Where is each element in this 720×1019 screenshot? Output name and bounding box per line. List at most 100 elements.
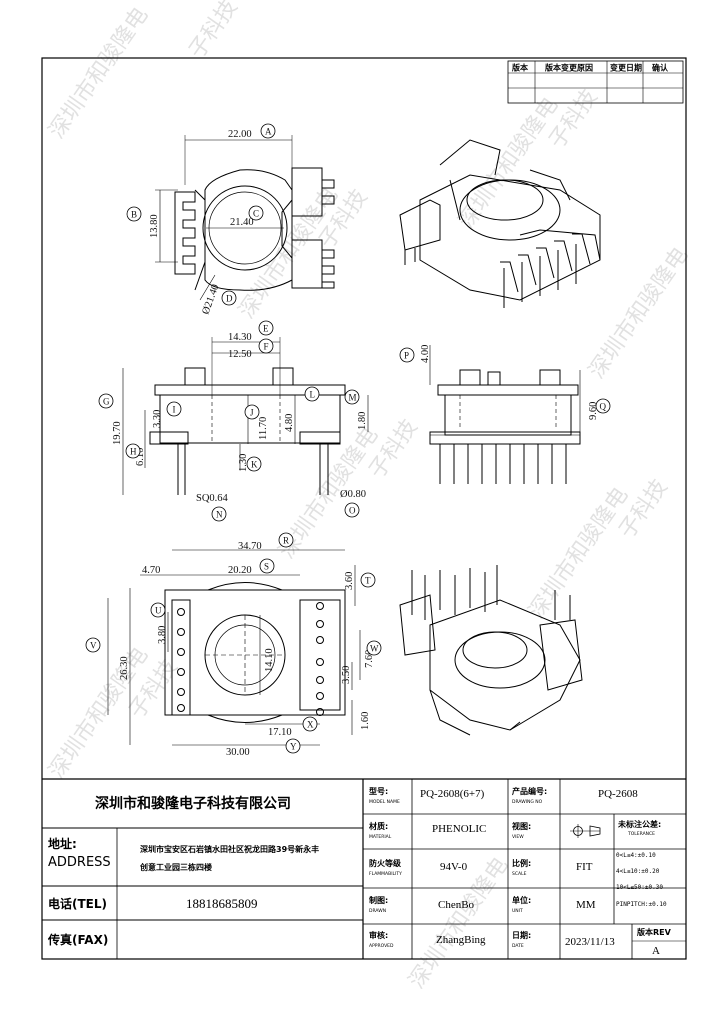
- fire-label: 防火等级: [369, 858, 402, 868]
- title-block: [42, 778, 686, 959]
- svg-text:K: K: [251, 460, 258, 470]
- callout-y: Y: [285, 738, 301, 754]
- watermark-text: 深圳市和骏隆电: [454, 93, 563, 234]
- svg-text:X: X: [307, 720, 314, 730]
- scale-value: FIT: [576, 861, 593, 873]
- watermark-text: 深圳市和骏隆电: [44, 3, 153, 144]
- tel-value: 18818685809: [186, 896, 258, 911]
- part-value: PQ-2608: [598, 788, 638, 800]
- side-view: [122, 337, 369, 495]
- model-value: PQ-2608(6+7): [420, 788, 485, 800]
- dim-top-inner: 21.40: [230, 217, 254, 228]
- rev-header-reason: 版本变更原因: [544, 63, 593, 73]
- scale-label: 比例:: [512, 858, 531, 868]
- dim-bottom-w1: 17.10: [268, 727, 292, 738]
- callout-m: M: [344, 389, 360, 405]
- svg-text:J: J: [250, 408, 254, 418]
- rev-header-confirm: 确认: [652, 63, 669, 73]
- material-value: PHENOLIC: [432, 823, 486, 835]
- svg-text:G: G: [103, 397, 110, 407]
- svg-text:Y: Y: [290, 742, 297, 752]
- svg-text:U: U: [155, 606, 162, 616]
- date-label-en: DATE: [512, 943, 524, 949]
- tol-title-en: TOLERANCE: [627, 831, 655, 837]
- dim-bottom-w2: 30.00: [226, 747, 250, 758]
- dim-side-w2: 12.50: [228, 349, 252, 360]
- svg-text:L: L: [310, 390, 316, 400]
- callout-b: B: [126, 206, 142, 222]
- svg-text:Q: Q: [600, 402, 607, 412]
- rev-header-version: 版本: [511, 63, 528, 73]
- svg-text:A: A: [265, 127, 272, 137]
- callout-v: V: [85, 637, 101, 653]
- dim-bottom-innerw: 20.20: [228, 565, 252, 576]
- callout-f: F: [258, 338, 274, 354]
- dim-bottom-v4: 3.50: [341, 666, 352, 684]
- svg-text:C: C: [253, 209, 259, 219]
- dim-side-h4: 4.80: [284, 414, 295, 432]
- callout-s: S: [259, 558, 275, 574]
- fire-label-en: FLAMMABILITY: [369, 871, 402, 877]
- callout-n: N: [211, 506, 227, 522]
- dim-bottom-v1: 3.60: [344, 572, 355, 590]
- dim-top-height: 13.80: [149, 214, 160, 238]
- top-view: [155, 135, 335, 301]
- dim-bottom-totalw: 34.70: [238, 541, 262, 552]
- callout-e: E: [258, 320, 274, 336]
- fire-value: 94V-0: [440, 861, 468, 873]
- model-label: 型号:: [369, 786, 388, 796]
- material-label: 材质:: [369, 821, 388, 831]
- tol-line-2: 4<L≤10:±0.20: [616, 868, 660, 875]
- svg-text:I: I: [173, 405, 176, 415]
- svg-text:M: M: [349, 393, 357, 403]
- callout-l: L: [304, 386, 320, 402]
- dim-side-h5: 1.80: [357, 412, 368, 430]
- approved-label-en: APPROVED: [369, 943, 394, 949]
- date-label: 日期:: [512, 930, 531, 940]
- unit-value: MM: [576, 899, 596, 911]
- dim-front-height: 9.60: [588, 402, 599, 420]
- svg-text:E: E: [263, 324, 269, 334]
- callout-r: R: [278, 532, 294, 548]
- drawn-value: ChenBo: [438, 899, 475, 911]
- address-line-2: 创意工业园三栋四楼: [139, 862, 212, 872]
- dim-bottom-v5: 1.60: [360, 712, 371, 730]
- dim-side-pindia: Ø0.80: [340, 489, 366, 500]
- rev-value: A: [652, 945, 660, 957]
- front-view: [429, 345, 581, 484]
- approved-label: 审核:: [369, 930, 388, 940]
- dim-bottom-offset: 4.70: [142, 565, 160, 576]
- dim-bottom-v2: 3.80: [157, 626, 168, 644]
- callout-x: X: [302, 716, 318, 732]
- dim-side-h3: 11.70: [258, 417, 269, 440]
- fax-label: 传真(FAX): [47, 932, 108, 947]
- callout-g: G: [98, 393, 114, 409]
- unit-label-en: UNIT: [512, 908, 523, 914]
- callout-k: K: [246, 456, 262, 472]
- dim-bottom-htotal: 26.30: [119, 656, 130, 680]
- svg-text:N: N: [216, 510, 223, 520]
- svg-text:F: F: [264, 342, 269, 352]
- part-label: 产品编号:: [512, 786, 547, 796]
- revision-table: 版本 版本变更原因 变更日期 确认: [507, 60, 684, 104]
- svg-text:S: S: [264, 562, 269, 572]
- callout-j: J: [244, 404, 260, 420]
- callout-d: D: [221, 290, 237, 306]
- svg-text:W: W: [370, 644, 379, 654]
- dim-front-top: 4.00: [420, 345, 431, 363]
- part-label-en: DRAWING NO: [512, 799, 543, 805]
- tol-line-3: 10<L≤50:±0.30: [616, 884, 663, 891]
- callout-w: W: [366, 640, 382, 656]
- callout-u: U: [150, 602, 166, 618]
- svg-text:D: D: [226, 294, 233, 304]
- dim-bottom-v3: 7.60: [364, 650, 375, 668]
- material-label-en: MATERIAL: [369, 834, 392, 840]
- tol-line-1: 0<L≤4:±0.10: [616, 852, 656, 859]
- callout-q: Q: [595, 398, 611, 414]
- address-label: 地址:: [48, 836, 77, 851]
- tel-label: 电话(TEL): [48, 896, 107, 911]
- callout-t: T: [360, 572, 376, 588]
- dim-bottom-vmid: 14.10: [264, 648, 275, 672]
- watermark-text: 深圳市和骏隆电: [524, 483, 633, 624]
- callout-i: I: [166, 401, 182, 417]
